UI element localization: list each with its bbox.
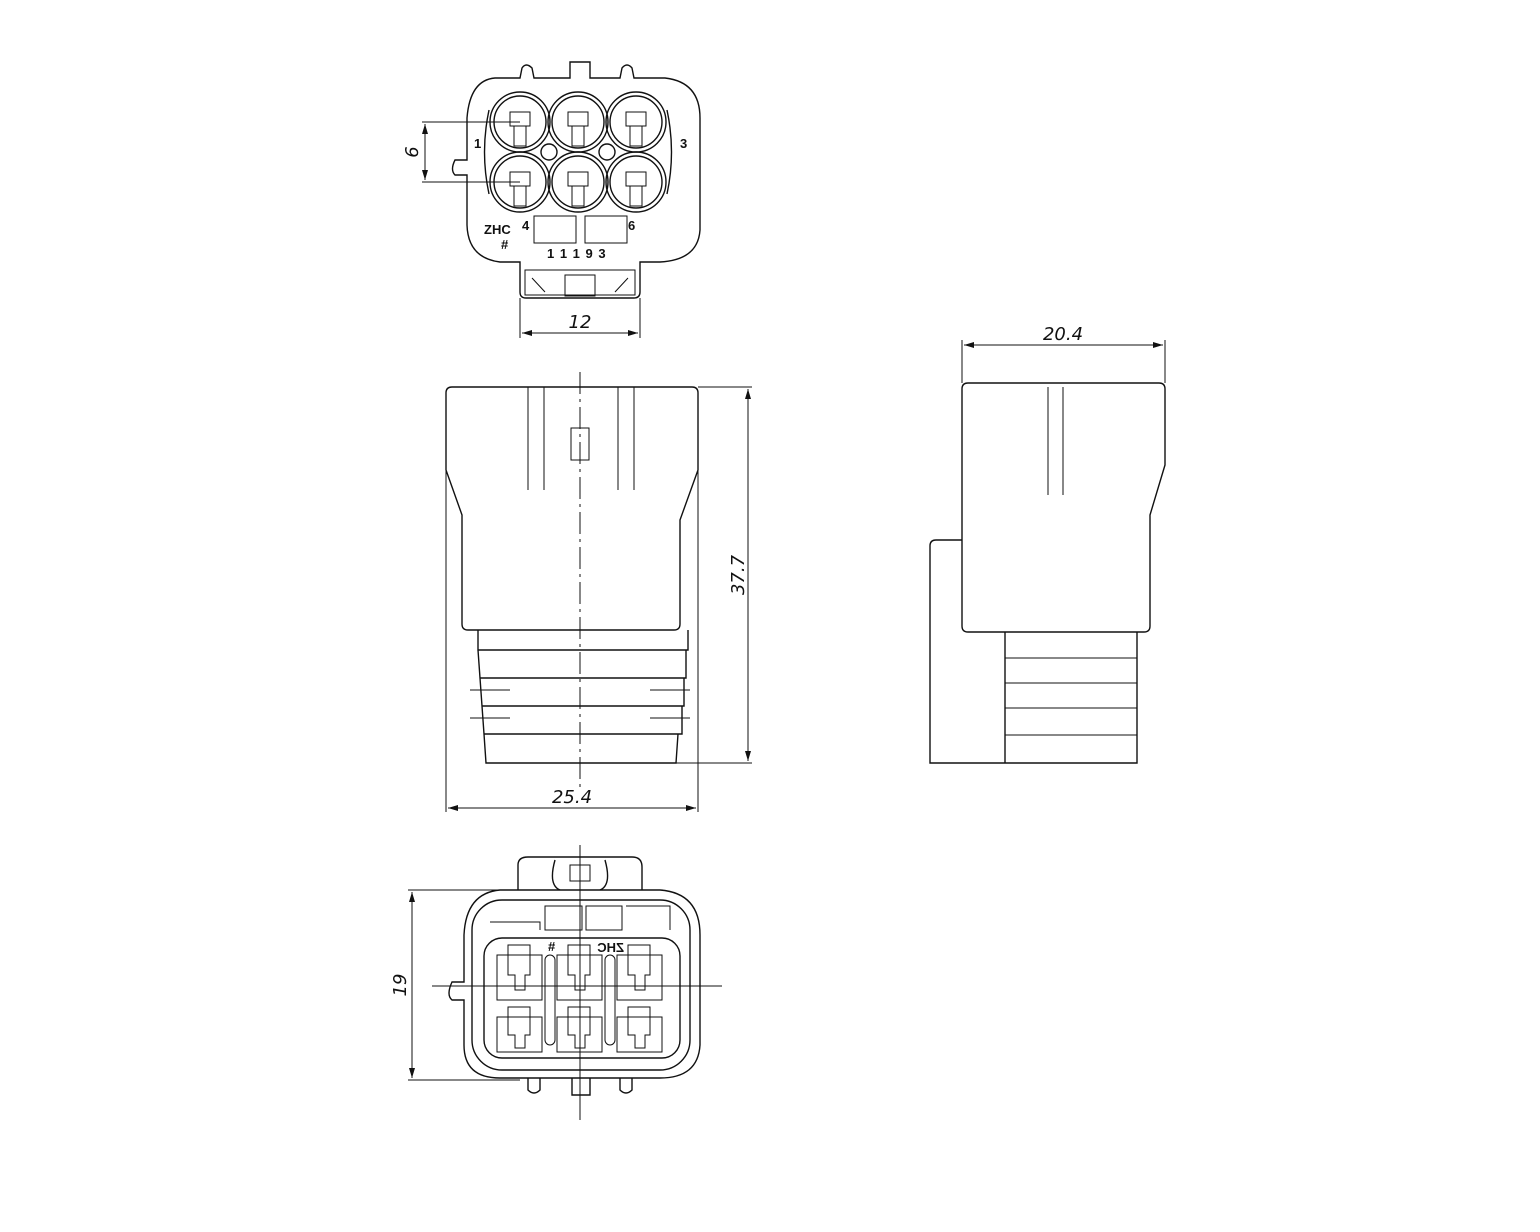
bottom-view-body	[448, 889, 701, 1079]
bottom-mark-label: #	[548, 939, 556, 954]
bottom-view: ZHC # 19	[390, 845, 722, 1120]
code-label: 1 1 1 9 3	[547, 246, 607, 261]
svg-text:12: 12	[569, 312, 592, 333]
svg-text:6: 6	[402, 146, 423, 157]
pin-label-6: 6	[628, 218, 635, 233]
dimension-height: 37.7	[676, 386, 752, 764]
brand-label: ZHC	[484, 222, 511, 237]
svg-text:25.4: 25.4	[552, 787, 592, 808]
pin-label-3: 3	[680, 136, 687, 151]
pin-label-4: 4	[522, 218, 530, 233]
mark-label: #	[501, 237, 509, 252]
dimension-side-width: 20.4	[961, 324, 1166, 383]
brand-label-mirrored: ZHC	[597, 940, 624, 955]
dimension-top-width: 12	[519, 298, 641, 338]
front-view-ribs	[477, 630, 689, 764]
bottom-centerlines	[432, 845, 722, 1120]
svg-text:37.7: 37.7	[728, 554, 749, 595]
front-view: 37.7 25.4	[445, 372, 752, 812]
dimension-bottom-height: 19	[390, 889, 520, 1081]
dimension-front-width: 25.4	[445, 470, 699, 812]
cavities	[483, 91, 673, 297]
front-view-body	[445, 386, 699, 631]
top-view-outline	[451, 61, 701, 299]
pin-label-1: 1	[474, 136, 481, 151]
svg-text:20.4: 20.4	[1043, 324, 1083, 345]
dimension-pitch: 6	[402, 121, 520, 183]
side-view-body	[961, 382, 1166, 633]
svg-text:19: 19	[390, 974, 411, 997]
side-view: 20.4	[929, 324, 1166, 764]
top-view: 1 3 4 6 ZHC # 1 1 1 9 3 6 12	[402, 61, 701, 338]
